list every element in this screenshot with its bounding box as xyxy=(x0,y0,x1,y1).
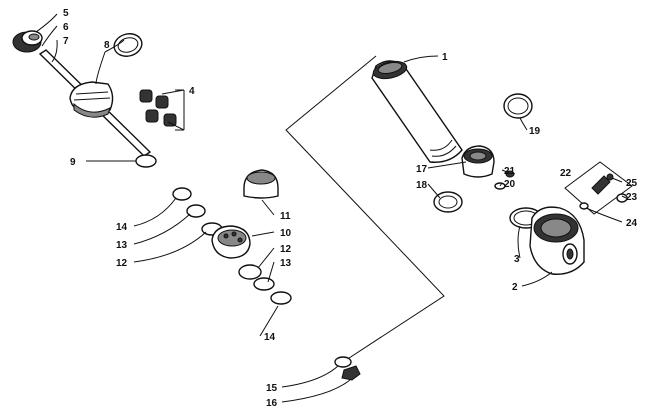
callout-1: 1 xyxy=(442,52,448,63)
end-cap-part-5 xyxy=(12,30,43,53)
callout-25: 25 xyxy=(626,178,638,189)
callout-2: 2 xyxy=(512,282,518,293)
callout-7: 7 xyxy=(63,36,69,47)
bleeder-parts-23-25 xyxy=(579,173,628,210)
callout-6: 6 xyxy=(63,22,69,33)
callout-12-left: 12 xyxy=(116,258,128,269)
cylinder-head-part-2 xyxy=(529,206,585,275)
seal-band-part-11 xyxy=(243,169,279,199)
assembly-bracket xyxy=(285,55,445,363)
callout-20: 20 xyxy=(504,179,516,190)
o-ring-part-19 xyxy=(503,93,533,119)
callout-24: 24 xyxy=(626,218,638,229)
callout-5: 5 xyxy=(63,8,69,19)
bearings-part-4 xyxy=(139,89,177,127)
callout-23: 23 xyxy=(626,192,638,203)
callout-8: 8 xyxy=(104,40,110,51)
o-ring-part-8 xyxy=(113,33,143,57)
callout-9: 9 xyxy=(70,157,76,168)
callout-13-right: 13 xyxy=(280,258,292,269)
callout-15: 15 xyxy=(266,383,278,394)
callout-21: 21 xyxy=(504,166,516,177)
callout-18: 18 xyxy=(416,180,428,191)
callout-labels: 5 6 7 8 4 9 14 13 12 11 10 12 13 14 15 1… xyxy=(63,8,638,409)
gland-part-17 xyxy=(461,145,495,178)
shim-stack-left xyxy=(172,187,223,236)
callout-19: 19 xyxy=(529,126,541,137)
callout-4: 4 xyxy=(189,86,195,97)
callout-11: 11 xyxy=(280,211,291,222)
callout-14-right: 14 xyxy=(264,332,276,343)
callout-10: 10 xyxy=(280,228,292,239)
callout-13-left: 13 xyxy=(116,240,128,251)
piston-part-10 xyxy=(211,225,251,259)
shim-stack-right xyxy=(238,264,292,305)
nut-washer-part-15-16 xyxy=(334,356,361,381)
callout-3: 3 xyxy=(514,254,520,265)
cylinder-body-part-1 xyxy=(371,60,463,163)
callout-16: 16 xyxy=(266,398,278,409)
callout-17: 17 xyxy=(416,164,428,175)
callout-22: 22 xyxy=(560,168,572,179)
washer-part-9 xyxy=(135,154,157,168)
callout-14-left: 14 xyxy=(116,222,128,233)
shaft-part-7 xyxy=(38,49,152,157)
callout-12-right: 12 xyxy=(280,244,292,255)
seal-part-18 xyxy=(433,191,463,213)
leader-lines xyxy=(35,13,627,403)
